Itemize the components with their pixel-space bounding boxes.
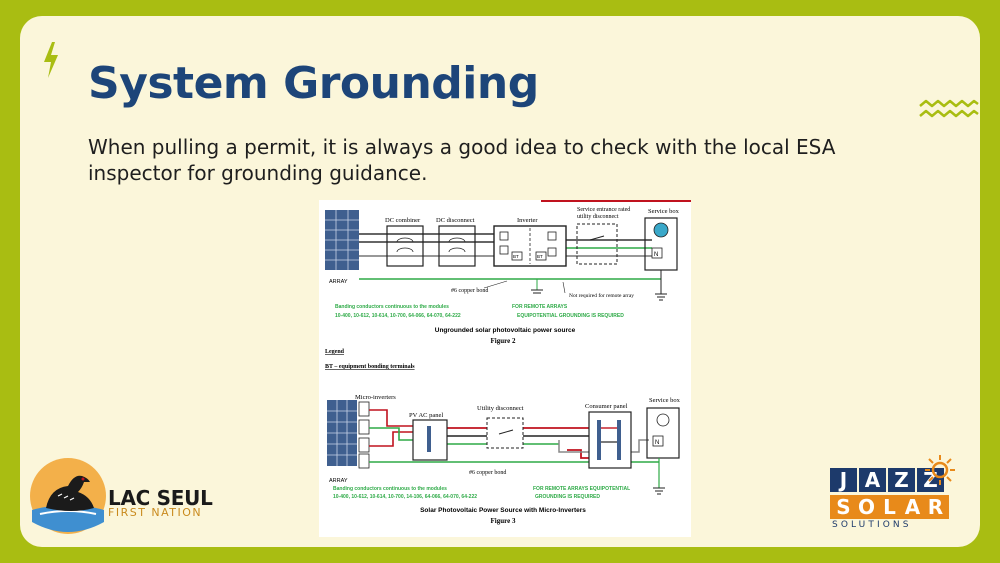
logo-letter: L: [876, 495, 903, 519]
legend-item: BT – equipment bonding terminals: [325, 364, 415, 370]
logo-letter: R: [922, 495, 949, 519]
fig2-note-left-2: 10-400, 10-612, 10-614, 10-700, 64-066, …: [335, 313, 461, 319]
logo-letter: J: [830, 468, 857, 492]
consumer-panel-label: Consumer panel: [585, 403, 628, 410]
inverter-label: Inverter: [517, 217, 538, 224]
pv-ac-panel-label: PV AC panel: [409, 412, 443, 419]
dc-combiner-box: [386, 225, 424, 267]
service-box-label: Service box: [648, 208, 680, 215]
grounding-diagram: ARRAY DC combiner DC disconnect BT BT In…: [319, 200, 691, 537]
fig2-caption: Ungrounded solar photovoltaic power sour…: [435, 327, 576, 334]
copper-bond-label-fig3: #6 copper bond: [469, 470, 506, 476]
solar-array-fig2: [325, 210, 359, 270]
solar-array-fig3: [327, 400, 357, 466]
legend-heading: Legend: [325, 349, 345, 355]
fig3-caption: Solar Photovoltaic Power Source with Mic…: [420, 507, 586, 514]
logo-letter: Z: [888, 468, 915, 492]
neutral-label-fig3: N: [655, 440, 659, 446]
dc-disconnect-label: DC disconnect: [436, 217, 475, 224]
fig2-note-right-1: FOR REMOTE ARRAYS: [512, 304, 568, 310]
utility-disconnect-box: [576, 223, 618, 265]
service-entrance-label-1: Service entrance rated: [577, 207, 630, 213]
array-label-fig3: ARRAY: [329, 478, 348, 484]
utility-disconnect-fig3: [486, 417, 524, 449]
dc-disconnect-box: [438, 225, 476, 267]
fig3-note-left-2: 10-400, 10-612, 10-614, 10-700, 14-106, …: [333, 494, 477, 500]
fig3-note-right-1: FOR REMOTE ARRAYS EQUIPOTENTIAL: [533, 486, 630, 492]
fig3-label: Figure 3: [491, 517, 516, 525]
logo-letter: A: [899, 495, 926, 519]
fig2-label: Figure 2: [491, 337, 516, 345]
not-required-label: Not required for remote array: [569, 292, 634, 299]
logo-letter: O: [853, 495, 880, 519]
page-title: System Grounding: [88, 58, 539, 109]
bt-label-2: BT: [537, 254, 543, 259]
dc-combiner-label: DC combiner: [385, 217, 421, 224]
consumer-panel-box: [588, 411, 632, 469]
loon-on-lake-icon: [30, 458, 106, 534]
zigzag-lines-icon: [919, 99, 979, 118]
fig3-note-right-2: GROUNDING IS REQUIRED: [535, 494, 600, 500]
service-box-label-fig3: Service box: [649, 397, 681, 404]
micro-inverters-label: Micro-inverters: [355, 394, 396, 401]
copper-bond-label: #6 copper bond: [451, 288, 488, 294]
lightning-bolt-icon: [44, 42, 58, 78]
page-subtitle: When pulling a permit, it is always a go…: [88, 135, 836, 185]
service-box-fig3: [646, 407, 680, 459]
service-entrance-label-2: utility disconnect: [577, 214, 619, 220]
jazz-solar-subtitle: SOLUTIONS: [832, 520, 912, 530]
fig2-note-right-2: EQUIPOTENTIAL GROUNDING IS REQUIRED: [517, 313, 624, 319]
lac-seul-name: LAC SEUL: [108, 486, 213, 510]
fig3-note-left-1: Banding conductors continuous to the mod…: [333, 486, 447, 492]
bt-label-1: BT: [513, 254, 519, 259]
sun-icon: [925, 455, 955, 485]
logo-letter: S: [830, 495, 857, 519]
fig2-note-left-1: Banding conductors continuous to the mod…: [335, 304, 449, 310]
logo-letter: A: [859, 468, 886, 492]
lac-seul-subtitle: FIRST NATION: [108, 506, 203, 519]
utility-disconnect-label: Utility disconnect: [477, 405, 524, 412]
neutral-label: N: [654, 252, 658, 258]
array-label: ARRAY: [329, 279, 348, 285]
